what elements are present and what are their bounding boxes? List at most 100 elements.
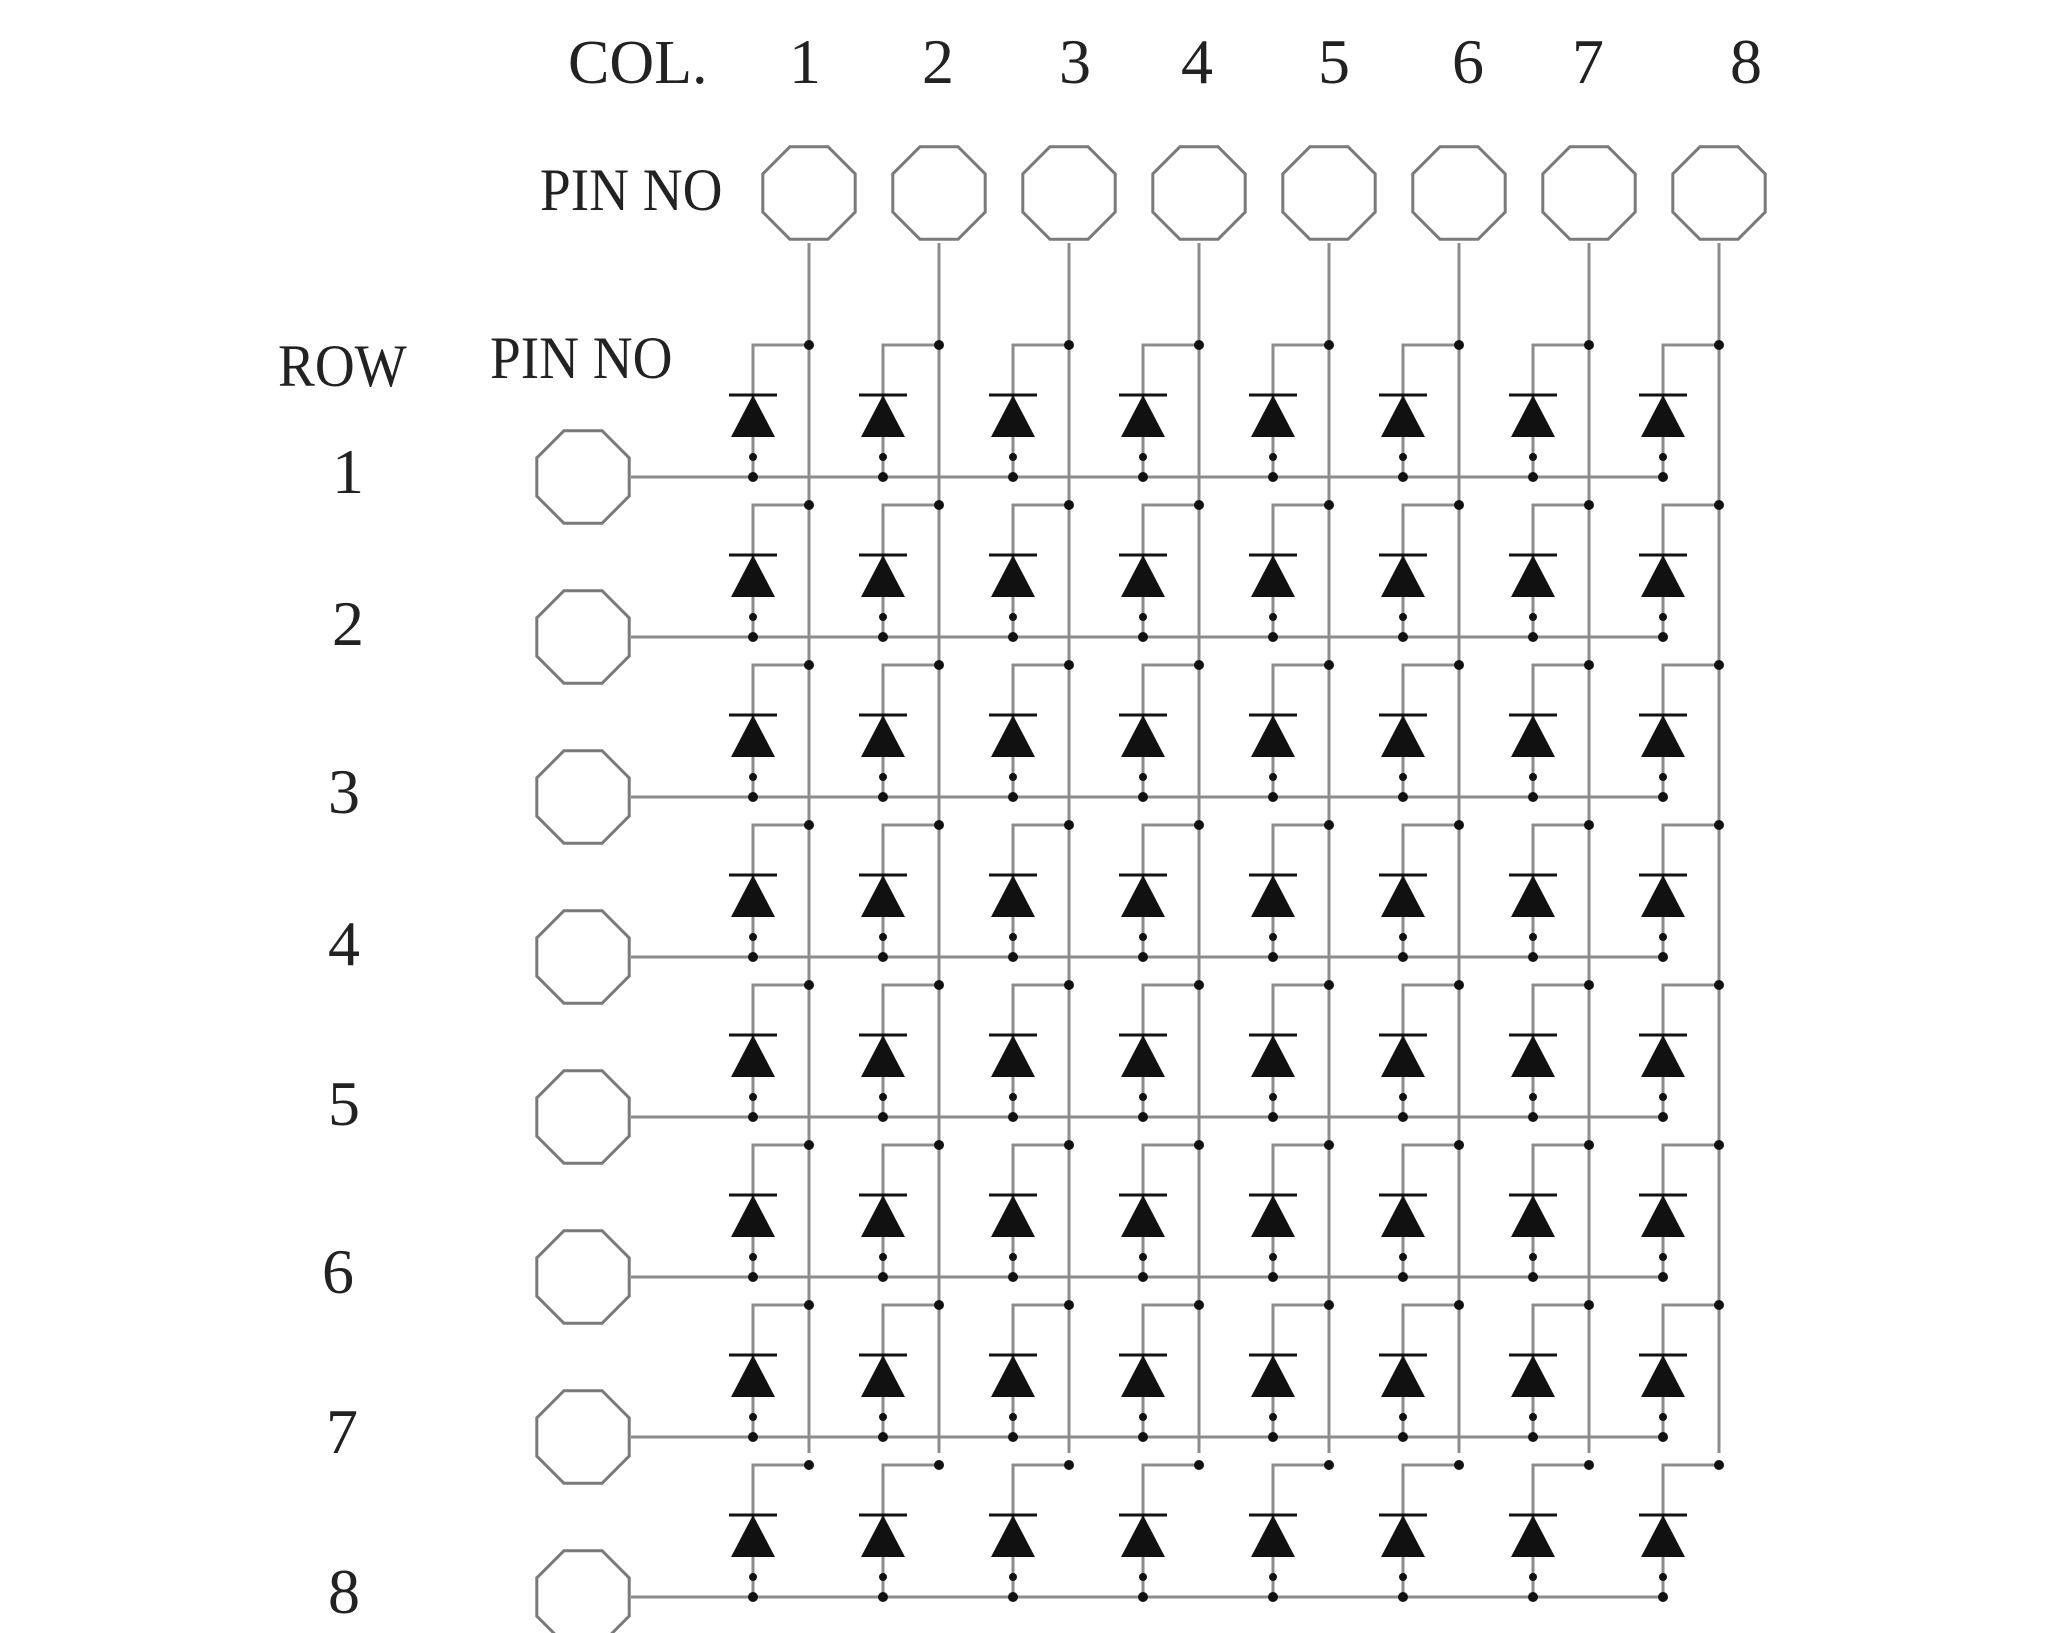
junction-dot [934,1300,944,1310]
led-lead [751,663,809,797]
junction-dot [1714,500,1724,510]
led-lead [1271,1303,1329,1437]
junction-dot [878,792,888,802]
led-lead [1661,983,1719,1117]
junction-dot [1584,1460,1594,1470]
junction-dot [804,1300,814,1310]
junction-dot [1269,1253,1277,1261]
junction-dot [749,1573,757,1581]
column-number-1: 1 [789,26,821,97]
junction-dot [804,660,814,670]
junction-dot [1269,1413,1277,1421]
junction-dot [1064,500,1074,510]
junction-dot [1324,1140,1334,1150]
junction-dot [879,613,887,621]
junction-dot [1138,1112,1148,1122]
junction-dot [1658,1112,1668,1122]
junction-dot [1528,632,1538,642]
junction-dot [1399,1093,1407,1101]
led-diode-triangle [991,1515,1035,1557]
led-lead [1011,1143,1069,1277]
junction-dot [804,1460,814,1470]
led-lead [1011,503,1069,637]
junction-dot [1009,773,1017,781]
led-lead [751,983,809,1117]
junction-dot [1268,1432,1278,1442]
led-diode-triangle [861,875,905,917]
row-number-7: 7 [326,1396,358,1467]
led-diode-triangle [1251,1355,1295,1397]
led-diode-triangle [1251,1515,1295,1557]
junction-dot [1454,500,1464,510]
led-diode-triangle [1121,1355,1165,1397]
junction-dot [1324,820,1334,830]
junction-dot [1064,1460,1074,1470]
row-pin-octagon [535,749,631,845]
junction-dot [1009,1573,1017,1581]
led-lead [1401,343,1459,477]
led-lead [1531,663,1589,797]
junction-dot [1138,792,1148,802]
led-diode-triangle [1511,1515,1555,1557]
row-number-5: 5 [328,1068,360,1139]
junction-dot [879,1253,887,1261]
led-diode-triangle [1511,1355,1555,1397]
led-diode-triangle [1251,395,1295,437]
led-lead [1141,983,1199,1117]
row-pin-octagon [535,1069,631,1165]
led-diode-triangle [731,715,775,757]
junction-dot [1138,1592,1148,1602]
led-lead [1141,1463,1199,1597]
led-diode-triangle [1641,1515,1685,1557]
led-lead [751,823,809,957]
junction-dot [879,933,887,941]
junction-dot [1009,933,1017,941]
junction-dot [934,340,944,350]
column-number-8: 8 [1730,26,1762,97]
junction-dot [1398,472,1408,482]
junction-dot [1528,1592,1538,1602]
led-lead [751,1463,809,1597]
column-pin-octagon [1541,145,1637,241]
led-diode-triangle [991,1035,1035,1077]
led-lead [1661,1463,1719,1597]
junction-dot [749,1253,757,1261]
junction-dot [804,980,814,990]
junction-dot [1454,1140,1464,1150]
column-number-5: 5 [1318,26,1350,97]
junction-dot [878,1272,888,1282]
junction-dot [1269,1093,1277,1101]
junction-dot [1008,1272,1018,1282]
junction-dot [1584,1140,1594,1150]
junction-dot [879,773,887,781]
junction-dot [1194,1460,1204,1470]
junction-dot [1138,1432,1148,1442]
row-number-1: 1 [332,436,364,507]
led-diode-triangle [861,1195,905,1237]
junction-dot [1454,820,1464,830]
led-diode-triangle [861,1515,905,1557]
junction-dot [1714,340,1724,350]
led-lead [1531,983,1589,1117]
led-diode-triangle [1121,875,1165,917]
led-lead [751,1303,809,1437]
junction-dot [1269,933,1277,941]
junction-dot [1139,773,1147,781]
junction-dot [1658,472,1668,482]
led-lead [1141,1143,1199,1277]
junction-dot [1324,1460,1334,1470]
led-lead [1271,1463,1329,1597]
junction-dot [1268,1592,1278,1602]
junction-dot [1194,660,1204,670]
junction-dot [934,980,944,990]
row-number-2: 2 [332,588,364,659]
led-diode-triangle [1251,875,1295,917]
junction-dot [1658,792,1668,802]
led-lead [1531,503,1589,637]
junction-dot [748,952,758,962]
junction-dot [1139,933,1147,941]
led-lead [1401,823,1459,957]
column-pin-octagon [1281,145,1377,241]
row-number-8: 8 [328,1556,360,1627]
junction-dot [1008,1112,1018,1122]
